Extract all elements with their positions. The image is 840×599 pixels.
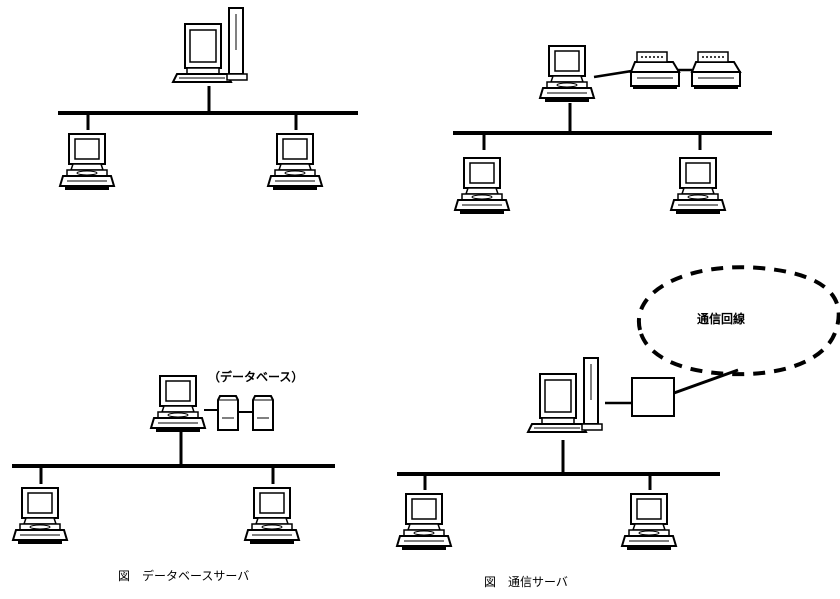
client-computer-icon [12,487,68,545]
database-disk-icon [217,395,239,431]
client-computer-icon [59,133,115,191]
database-label: （データベース） [208,369,303,384]
diagram-communication-server: 通信回線 図 通信サーバ [396,265,840,589]
diagram-print-server-top-right [453,45,772,215]
client-computer-icon [670,157,726,215]
database-server-computer-icon [150,375,206,433]
printer-icon [691,51,741,90]
communication-server-computer-icon [527,357,603,433]
client-computer-icon [621,493,677,551]
client-computer-icon [244,487,300,545]
modem-to-cloud-line [673,368,739,395]
client-computer-icon [454,157,510,215]
server-computer-icon [539,45,595,103]
figure-caption-database-server: 図 データベースサーバ [118,568,249,583]
server-computer-icon [172,7,248,83]
client-computer-icon [396,493,452,551]
modem-box [631,377,675,417]
diagram-database-server: （データベース） 図 データベースサーバ [12,369,335,583]
client-computer-icon [267,133,323,191]
figure-caption-communication-server: 図 通信サーバ [484,575,568,589]
diagram-network-server-top-left [58,7,358,191]
database-disk-icon [252,395,274,431]
communication-line-cloud [636,265,840,377]
communication-line-label: 通信回線 [697,311,745,326]
printer-icon [630,51,680,90]
